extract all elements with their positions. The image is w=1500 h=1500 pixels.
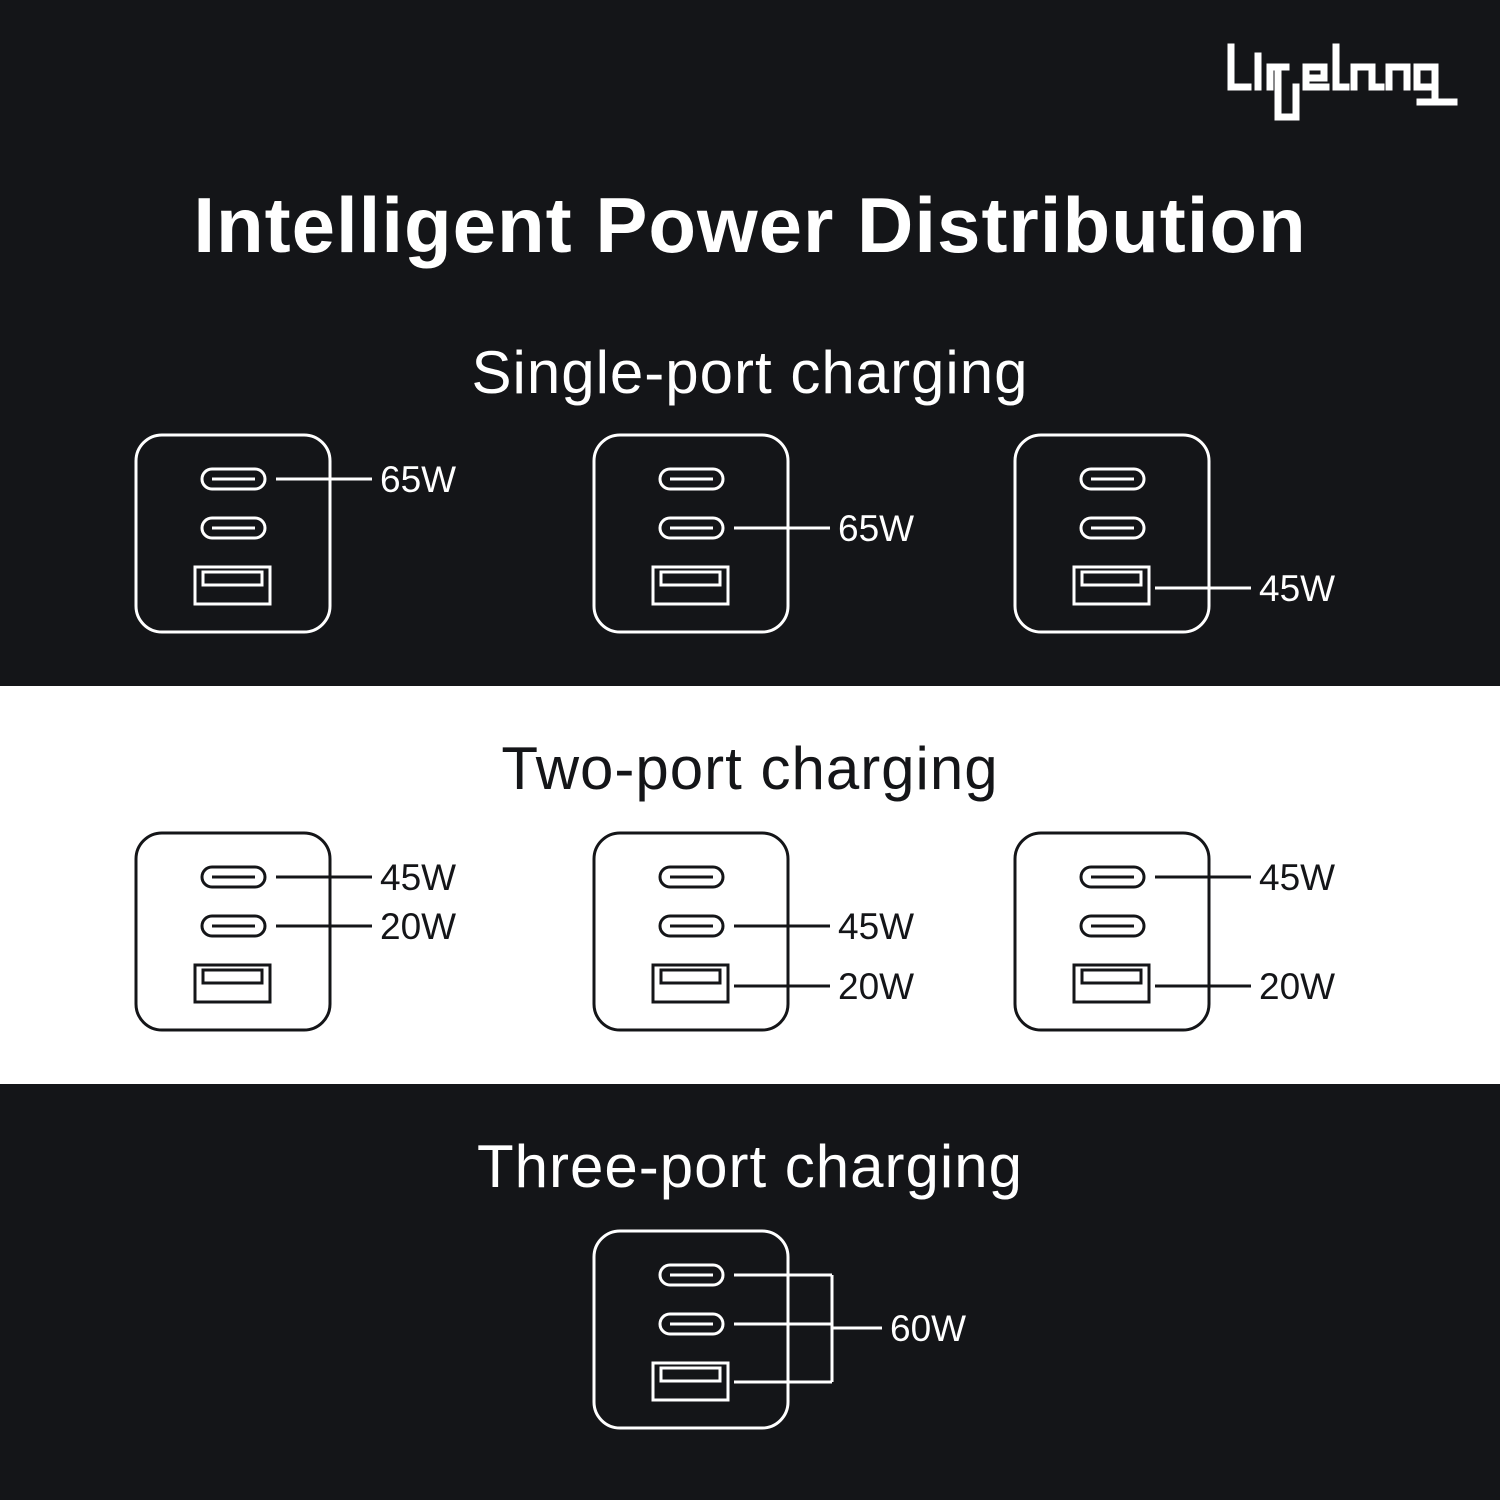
usb-c-port-icon <box>658 1263 725 1287</box>
power-label: 45W <box>380 857 456 898</box>
charger-body <box>1013 433 1211 634</box>
usb-a-port-icon <box>651 963 730 1004</box>
usb-c-port-icon <box>1079 914 1146 938</box>
usb-a-port-tongue <box>659 1366 722 1383</box>
dark-band-bottom <box>0 1084 1500 1500</box>
usb-c-port-icon <box>200 865 267 889</box>
usb-a-port-icon <box>1072 963 1151 1004</box>
section-heading-three-port: Three-port charging <box>477 1133 1023 1200</box>
power-label: 45W <box>838 906 914 947</box>
usb-a-port-icon <box>651 565 730 606</box>
usb-a-port-tongue <box>1080 968 1143 985</box>
charger-body <box>592 433 790 634</box>
usb-c-port-icon <box>1079 516 1146 540</box>
charger: 45W <box>1013 433 1335 634</box>
light-band-middle <box>0 686 1500 1084</box>
usb-c-port-icon <box>1079 467 1146 491</box>
section-heading-single-port: Single-port charging <box>471 339 1029 406</box>
charger-body <box>592 831 790 1032</box>
usb-c-port-icon <box>658 1312 725 1336</box>
page-title: Intelligent Power Distribution <box>193 181 1307 269</box>
power-label: 65W <box>838 508 914 549</box>
usb-a-port-icon <box>651 1361 730 1402</box>
power-label: 20W <box>380 906 456 947</box>
charger: 60W <box>592 1229 966 1430</box>
charger: 65W <box>134 433 456 634</box>
usb-a-port-tongue <box>659 570 722 587</box>
usb-c-port-icon <box>658 914 725 938</box>
usb-c-port-icon <box>658 865 725 889</box>
power-label: 20W <box>838 966 914 1007</box>
usb-c-port-icon <box>200 516 267 540</box>
power-label: 65W <box>380 459 456 500</box>
usb-c-port-icon <box>1079 865 1146 889</box>
usb-a-port-tongue <box>659 968 722 985</box>
charger-body <box>134 433 332 634</box>
charger: 45W 20W <box>1013 831 1335 1032</box>
lifelong-logo <box>1227 43 1458 121</box>
usb-a-port-tongue <box>1080 570 1143 587</box>
usb-a-port-tongue <box>201 570 264 587</box>
charger-body <box>134 831 332 1032</box>
usb-a-port-icon <box>193 963 272 1004</box>
usb-c-port-icon <box>200 467 267 491</box>
section-heading-two-port: Two-port charging <box>501 735 999 802</box>
power-label: 45W <box>1259 568 1335 609</box>
usb-c-port-icon <box>200 914 267 938</box>
usb-a-port-icon <box>193 565 272 606</box>
charger: 65W <box>592 433 914 634</box>
usb-c-port-icon <box>658 516 725 540</box>
usb-a-port-icon <box>1072 565 1151 606</box>
usb-a-port-tongue <box>201 968 264 985</box>
usb-c-port-icon <box>658 467 725 491</box>
power-label: 60W <box>890 1308 966 1349</box>
charger-body <box>592 1229 790 1430</box>
power-label: 20W <box>1259 966 1335 1007</box>
charger-body <box>1013 831 1211 1032</box>
power-label: 45W <box>1259 857 1335 898</box>
